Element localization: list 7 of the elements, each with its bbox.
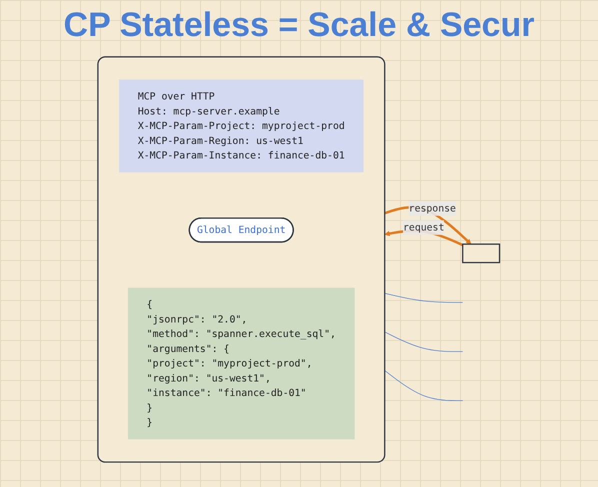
diagram-title: CP Stateless = Scale & Secur <box>62 5 536 46</box>
node-box: { "jsonrpc": "2.0", "method": "spanner.execute_sql", "arguments": { "project": "myproject-prod", "region": "us-west1", "instance": "finance-db-01" } } <box>128 287 355 439</box>
edge-label: request <box>403 220 445 233</box>
edge-label: response <box>408 202 456 214</box>
node-box <box>462 243 500 263</box>
node-box: MCP over HTTP Host: mcp-server.example X-MCP-Param-Project: myproject-prod X-MCP-Param-Region: us-west1 X-MCP-Param-Instance: finance-db-01 <box>119 79 364 172</box>
cluster <box>98 56 386 462</box>
